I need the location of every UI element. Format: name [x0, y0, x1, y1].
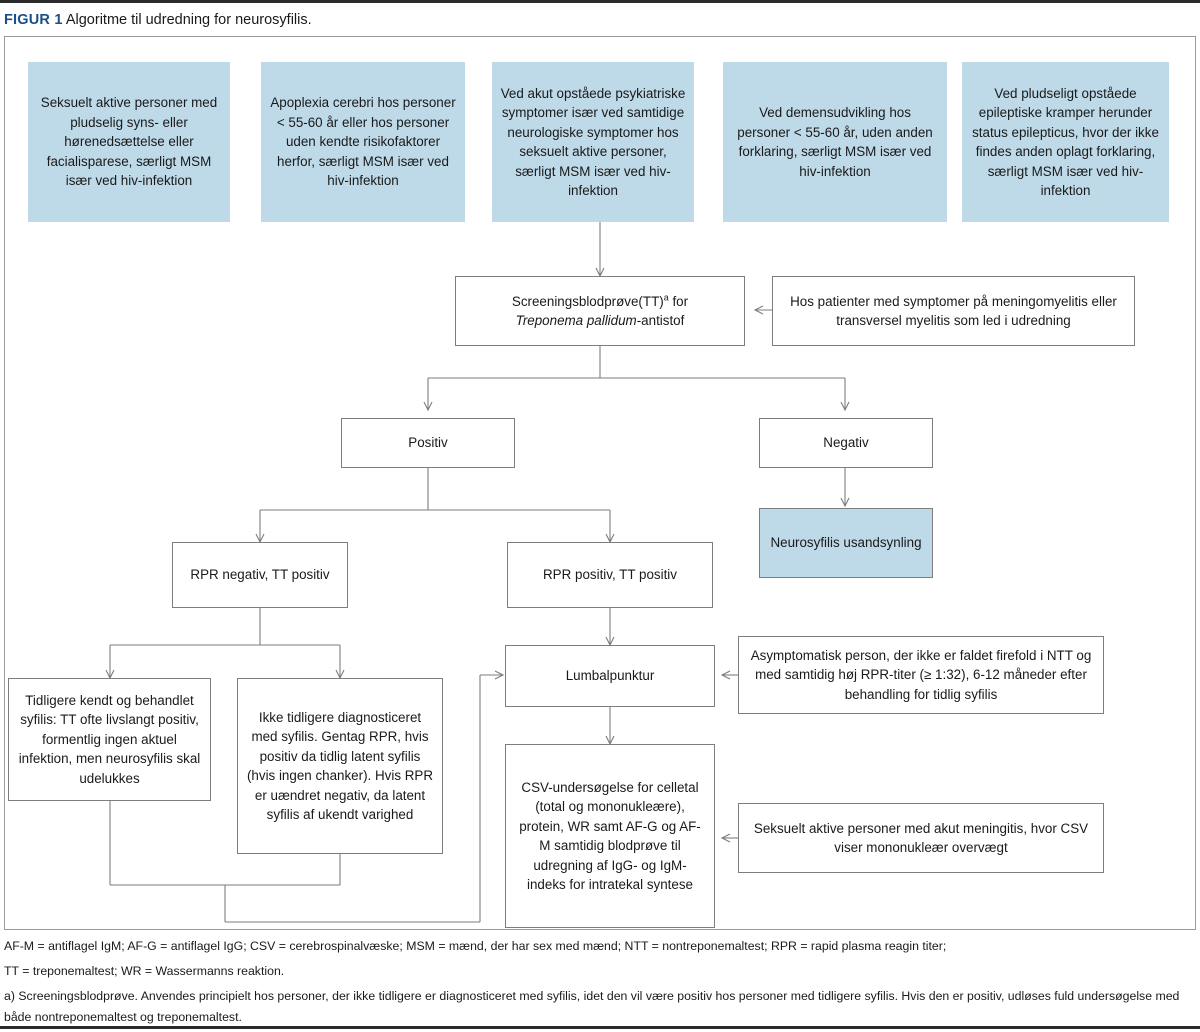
csv-examination-box: CSV-undersøgelse for celletal (total og … [505, 744, 715, 928]
footnote-marker-a: a [663, 292, 669, 303]
negative-box: Negativ [759, 418, 933, 468]
lumbar-puncture-box: Lumbalpunktur [505, 645, 715, 707]
meningomyelitis-box: Hos patienter med symptomer på meningomy… [772, 276, 1135, 346]
indication-text-3: Ved akut opståede psykiatriske symptomer… [500, 85, 686, 199]
known-treated-syphilis-text: Tidligere kendt og behandlet syfilis: TT… [18, 692, 201, 786]
top-divider [0, 0, 1200, 3]
not-previously-diagnosed-text: Ikke tidligere diagnosticeret med syfili… [246, 709, 434, 823]
positive-box: Positiv [341, 418, 515, 468]
asymptomatic-person-box: Asymptomatisk person, der ikke er faldet… [738, 636, 1104, 714]
indication-box-4: Ved demensudvikling hos personer < 55-60… [723, 62, 947, 222]
rpr-negative-box: RPR negativ, TT positiv [172, 542, 348, 608]
page-title: FIGUR 1 Algoritme til udredning for neur… [4, 11, 1004, 29]
screening-line2-tail: -antistof [636, 313, 685, 328]
footnote-a-text: a) Screeningsblodprøve. Anvendes princip… [4, 989, 1180, 1024]
meningomyelitis-text: Hos patienter med symptomer på meningomy… [790, 293, 1117, 329]
figure-title-text: Algoritme til udredning for neurosyfilis… [65, 12, 312, 28]
negative-label: Negativ [823, 435, 869, 451]
neurosyphilis-unlikely-text: Neurosyfilis usandsynling [770, 535, 922, 551]
csv-examination-text: CSV-undersøgelse for celletal (total og … [519, 779, 701, 893]
rpr-negative-text: RPR negativ, TT positiv [190, 567, 330, 583]
screening-line1: Screeningsblodprøve(TT) [511, 293, 664, 309]
indication-text-2: Apoplexia cerebri hos personer < 55-60 å… [270, 95, 456, 189]
known-treated-syphilis-box: Tidligere kendt og behandlet syfilis: TT… [8, 678, 211, 801]
screening-blood-test-box: Screeningsblodprøve(TT)a for Treponema p… [455, 276, 745, 346]
footnotes: AF-M = antiflagel IgM; AF-G = antiflagel… [4, 936, 1196, 1032]
screening-line1-tail: for [668, 293, 689, 309]
acute-meningitis-text: Seksuelt aktive personer med akut mening… [753, 820, 1089, 856]
asymptomatic-person-text: Asymptomatisk person, der ikke er faldet… [750, 647, 1092, 702]
indication-box-3: Ved akut opståede psykiatriske symptomer… [492, 62, 694, 222]
figure-tag: FIGUR 1 [4, 12, 63, 28]
indication-box-2: Apoplexia cerebri hos personer < 55-60 å… [261, 62, 465, 222]
lumbar-puncture-label: Lumbalpunktur [565, 668, 655, 684]
abbreviations-line-2: TT = treponemaltest; WR = Wassermanns re… [4, 964, 285, 978]
rpr-positive-text: RPR positiv, TT positiv [543, 567, 677, 583]
indication-text-1: Seksuelt aktive personer med pludselig s… [40, 95, 218, 189]
bottom-divider [0, 1026, 1200, 1029]
indication-box-5: Ved pludseligt opståede epileptiske kram… [962, 62, 1169, 222]
screening-text: Screeningsblodprøve(TT)a for Treponema p… [464, 292, 736, 331]
rpr-positive-box: RPR positiv, TT positiv [507, 542, 713, 608]
positive-label: Positiv [408, 435, 448, 451]
screening-species-italic: Treponema pallidum [515, 313, 637, 328]
not-previously-diagnosed-box: Ikke tidligere diagnosticeret med syfili… [237, 678, 443, 854]
neurosyphilis-unlikely-box: Neurosyfilis usandsynling [759, 508, 933, 578]
indication-box-1: Seksuelt aktive personer med pludselig s… [28, 62, 230, 222]
indication-text-4: Ved demensudvikling hos personer < 55-60… [737, 105, 933, 179]
acute-meningitis-box: Seksuelt aktive personer med akut mening… [738, 803, 1104, 873]
indication-text-5: Ved pludseligt opståede epileptiske kram… [972, 85, 1159, 199]
abbreviations-line-1: AF-M = antiflagel IgM; AF-G = antiflagel… [4, 939, 947, 953]
